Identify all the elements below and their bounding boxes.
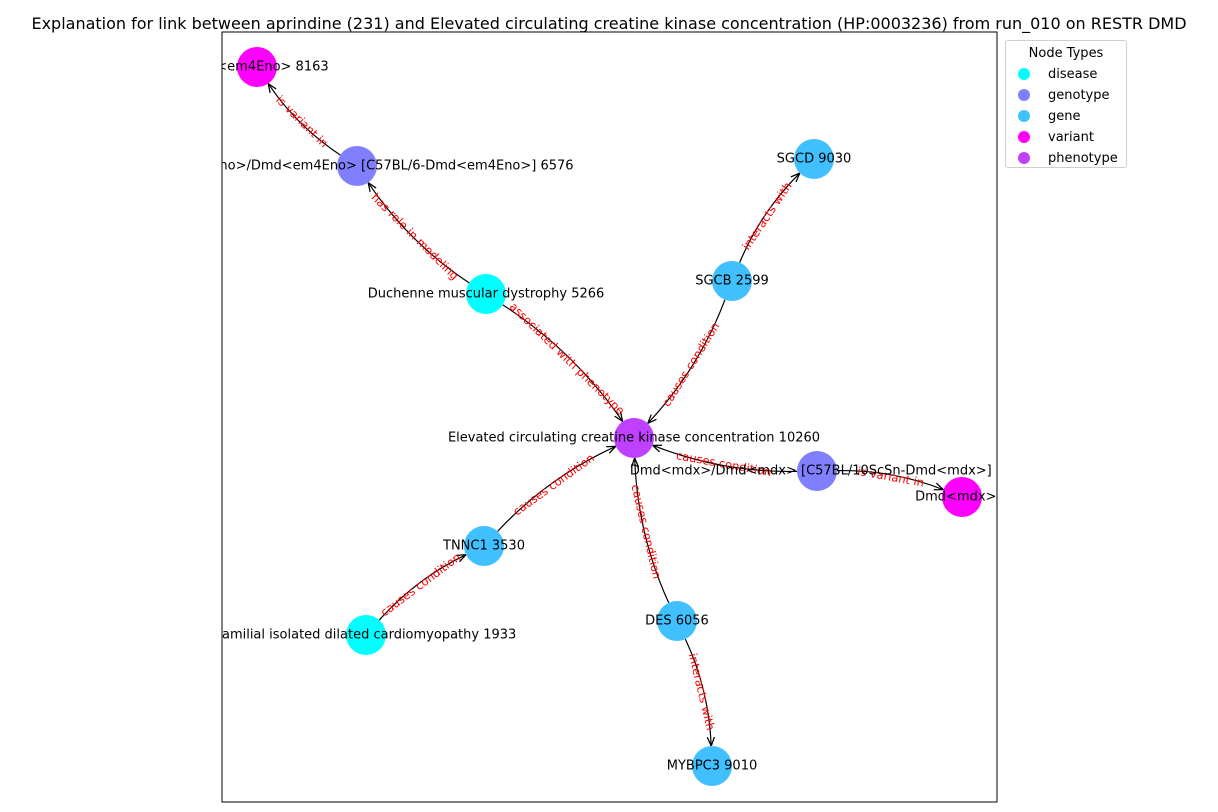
legend: Node Types disease genotype gene variant… bbox=[1005, 40, 1127, 168]
legend-label-disease: disease bbox=[1048, 66, 1098, 82]
legend-item-phenotype: phenotype bbox=[1018, 149, 1118, 167]
legend-label-phenotype: phenotype bbox=[1048, 150, 1118, 166]
legend-label-gene: gene bbox=[1048, 108, 1081, 124]
node-label-v8163: Dmd<em4Eno> 8163 bbox=[185, 60, 328, 75]
node-label-vmdx: Dmd<mdx> 7 bbox=[915, 490, 1009, 505]
node-label-sgcd: SGCD 9030 bbox=[777, 152, 852, 167]
node-sgcb bbox=[712, 261, 752, 301]
edge-sgcb-sgcd bbox=[739, 173, 800, 263]
node-gmdx bbox=[797, 451, 837, 491]
edge-gmdx-vmdx bbox=[836, 469, 943, 490]
edge-d1933-tnnc1 bbox=[378, 555, 466, 621]
edge-g6576-v8163 bbox=[268, 84, 341, 156]
node-des bbox=[657, 601, 697, 641]
node-d1933 bbox=[346, 615, 386, 655]
node-sgcd bbox=[794, 139, 834, 179]
node-label-g6576: Dmd<em4Eno>/Dmd<em4Eno> [C57BL/6-Dmd<em4… bbox=[140, 159, 573, 174]
node-label-sgcb: SGCB 2599 bbox=[695, 274, 769, 289]
edge-tnnc1-p10260 bbox=[497, 446, 616, 532]
chart-title: Explanation for link between aprindine (… bbox=[31, 14, 1187, 33]
node-labels-layer: Dmd<em4Eno> 8163Dmd<em4Eno>/Dmd<em4Eno> … bbox=[140, 60, 1009, 774]
legend-label-variant: variant bbox=[1048, 129, 1094, 145]
legend-marker-variant bbox=[1018, 131, 1030, 143]
legend-marker-genotype bbox=[1018, 89, 1030, 101]
legend-item-disease: disease bbox=[1018, 65, 1097, 83]
node-vmdx bbox=[942, 477, 982, 517]
legend-label-genotype: genotype bbox=[1048, 87, 1110, 103]
node-p10260 bbox=[614, 418, 654, 458]
node-label-d1933: Familial isolated dilated cardiomyopathy… bbox=[216, 628, 517, 643]
edge-des-mybpc3 bbox=[684, 638, 711, 746]
node-label-mybpc3: MYBPC3 9010 bbox=[667, 759, 757, 774]
edges-layer bbox=[268, 84, 943, 746]
node-label-tnnc1: TNNC1 3530 bbox=[442, 539, 525, 554]
node-label-p10260: Elevated circulating creatine kinase con… bbox=[448, 431, 820, 446]
legend-item-genotype: genotype bbox=[1018, 86, 1109, 104]
edge-sgcb-p10260 bbox=[648, 299, 726, 424]
legend-marker-disease bbox=[1018, 68, 1030, 80]
node-label-d5266: Duchenne muscular dystrophy 5266 bbox=[368, 287, 605, 302]
edge-des-p10260 bbox=[635, 458, 670, 604]
node-label-gmdx: Dmd<mdx>/Dmd<mdx> [C57BL/10ScSn-Dmd<mdx>… bbox=[630, 464, 1004, 479]
node-tnnc1 bbox=[464, 526, 504, 566]
node-d5266 bbox=[466, 274, 506, 314]
legend-marker-phenotype bbox=[1018, 152, 1030, 164]
node-g6576 bbox=[337, 146, 377, 186]
plot-frame bbox=[221, 31, 998, 803]
nodes-layer bbox=[237, 47, 982, 786]
node-v8163 bbox=[237, 47, 277, 87]
legend-item-variant: variant bbox=[1018, 128, 1094, 146]
edge-d5266-g6576 bbox=[368, 183, 470, 284]
legend-item-gene: gene bbox=[1018, 107, 1081, 125]
edge-d5266-p10260 bbox=[502, 304, 623, 422]
edge-gmdx-p10260 bbox=[653, 445, 798, 473]
node-label-des: DES 6056 bbox=[645, 614, 709, 629]
legend-title: Node Types bbox=[1028, 46, 1104, 61]
node-mybpc3 bbox=[692, 746, 732, 786]
legend-marker-gene bbox=[1018, 110, 1030, 122]
